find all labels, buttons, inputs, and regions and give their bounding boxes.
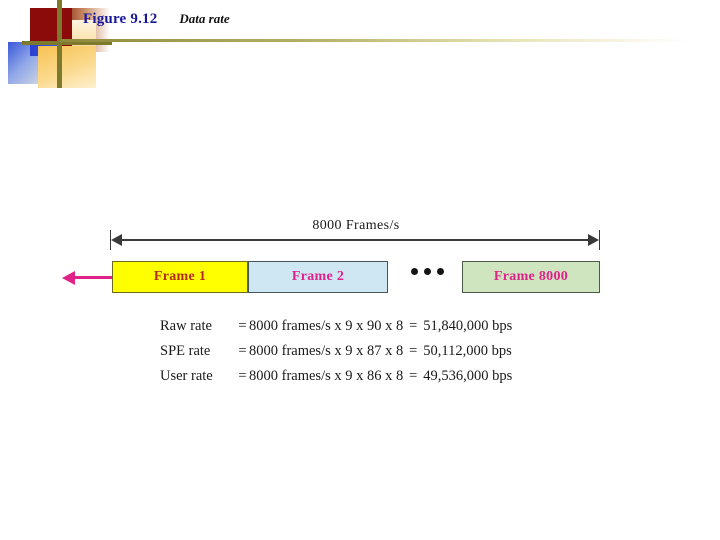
frame-span-measure-arrow	[110, 230, 600, 250]
span-line	[113, 239, 597, 241]
figure-number: Figure 9.12	[83, 11, 158, 27]
equation-equals-1-raw-rate: =	[238, 318, 247, 334]
header-ornament	[0, 0, 115, 92]
span-arrowhead-left	[111, 234, 122, 246]
span-tick-left	[110, 230, 111, 250]
equation-expression-raw-rate: 8000 frames/s x 9 x 90 x 8	[249, 318, 404, 334]
ellipsis-dot-2	[423, 268, 431, 275]
frames-per-second-label: 8000 Frames/s	[312, 218, 400, 233]
span-tick-right	[599, 230, 600, 250]
ornament-orange-gradient-square	[38, 46, 96, 88]
equation-equals-2-spe-rate: =	[409, 343, 418, 359]
equation-label-spe-rate: SPE rate	[160, 343, 211, 359]
input-arrowhead-icon	[62, 271, 75, 285]
ellipsis-dot-1	[410, 268, 418, 275]
equation-label-user-rate: User rate	[160, 368, 213, 384]
span-arrowhead-right	[588, 234, 599, 246]
slide-title: Figure 9.12 Data rate	[83, 10, 230, 28]
input-arrow-shaft	[72, 276, 114, 279]
equation-expression-user-rate: 8000 frames/s x 9 x 86 x 8	[249, 368, 404, 384]
equation-result-raw-rate: 51,840,000 bps	[423, 318, 513, 334]
equation-row-spe-rate: SPE rate = 8000 frames/s x 9 x 87 x 8 = …	[160, 343, 580, 368]
ellipsis-dot-3	[436, 268, 444, 275]
frame-box-2: Frame 2	[248, 261, 388, 293]
equation-equals-2-raw-rate: =	[409, 318, 418, 334]
frame-box-8000: Frame 8000	[462, 261, 600, 293]
ellipsis-icon	[398, 268, 456, 275]
ornament-horizontal-line	[22, 41, 112, 45]
equation-label-raw-rate: Raw rate	[160, 318, 212, 334]
equation-row-raw-rate: Raw rate = 8000 frames/s x 9 x 90 x 8 = …	[160, 318, 580, 343]
input-direction-arrow	[62, 271, 114, 285]
figure-caption: Data rate	[179, 11, 230, 26]
equation-expression-spe-rate: 8000 frames/s x 9 x 87 x 8	[249, 343, 404, 359]
rate-equations: Raw rate = 8000 frames/s x 9 x 90 x 8 = …	[160, 318, 580, 393]
frame-box-1: Frame 1	[112, 261, 248, 293]
equation-result-spe-rate: 50,112,000 bps	[423, 343, 512, 359]
equation-equals-1-user-rate: =	[238, 368, 247, 384]
equation-equals-1-spe-rate: =	[238, 343, 247, 359]
header-divider-rule	[60, 39, 690, 42]
equation-equals-2-user-rate: =	[409, 368, 418, 384]
equation-row-user-rate: User rate = 8000 frames/s x 9 x 86 x 8 =…	[160, 368, 580, 393]
equation-result-user-rate: 49,536,000 bps	[423, 368, 513, 384]
